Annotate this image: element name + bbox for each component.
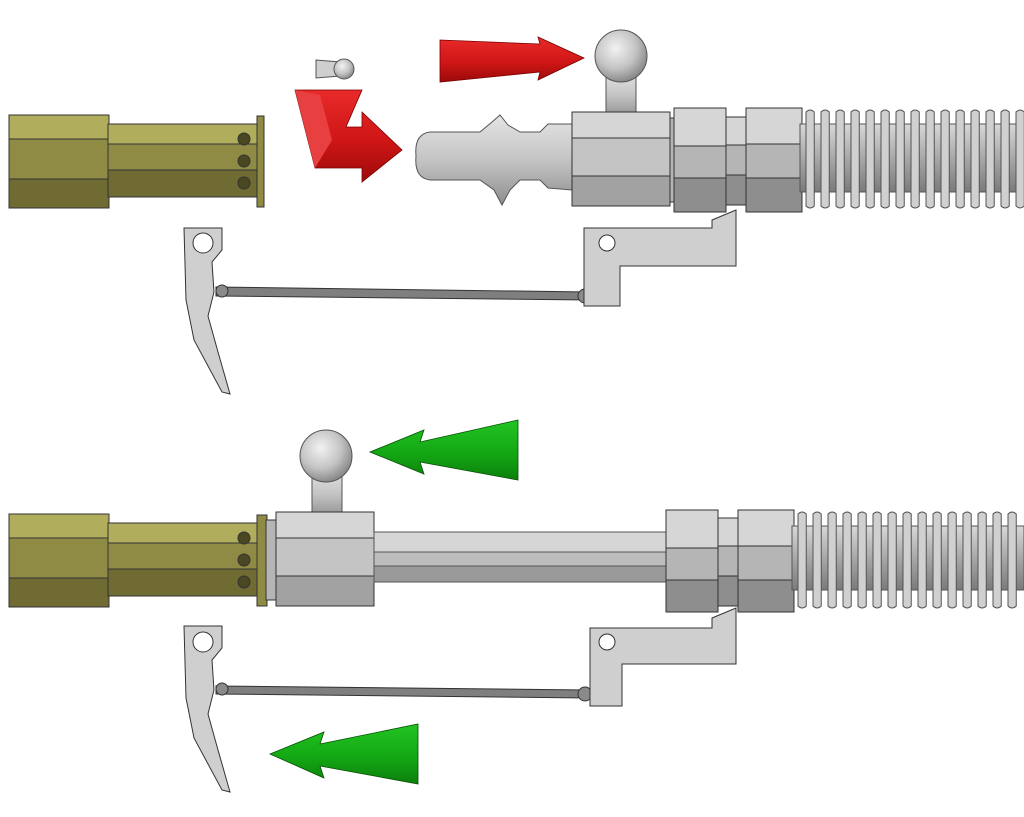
spring-coil	[820, 109, 830, 209]
spring-coil	[947, 511, 957, 609]
bottom-olive-sleeve	[8, 513, 268, 608]
top-knob	[594, 29, 648, 119]
top-olive-sleeve	[8, 114, 265, 209]
spring-coil	[887, 511, 897, 609]
top-block-assembly	[571, 107, 803, 213]
spring-coil	[940, 109, 950, 209]
spring-coil	[977, 511, 987, 609]
spring-coil	[835, 109, 845, 209]
spring-coil	[955, 109, 965, 209]
spring-coil	[812, 511, 822, 609]
spring-coil	[1015, 109, 1024, 209]
spring-coil	[910, 109, 920, 209]
spring-coil	[842, 511, 852, 609]
spring-coil	[857, 511, 867, 609]
top-spring	[799, 109, 1024, 209]
spring-coil	[850, 109, 860, 209]
spring-coil	[872, 511, 882, 609]
top-small-pin	[315, 58, 355, 80]
spring-coil	[932, 511, 942, 609]
spring-coil	[970, 109, 980, 209]
bottom-block	[265, 511, 375, 607]
green-left-arrow-upper	[368, 419, 519, 481]
spring-coil	[902, 511, 912, 609]
bottom-spring	[791, 511, 1024, 609]
bottom-collars	[665, 509, 795, 613]
spring-coil	[805, 109, 815, 209]
spring-coil	[925, 109, 935, 209]
spring-coil	[865, 109, 875, 209]
bottom-lever-assembly	[183, 607, 737, 793]
spring-coil	[992, 511, 1002, 609]
top-plunger-shaft	[415, 114, 573, 207]
spring-coil	[1007, 511, 1017, 609]
spring-coil	[827, 511, 837, 609]
spring-coil	[985, 109, 995, 209]
spring-coil	[797, 511, 807, 609]
spring-coil	[880, 109, 890, 209]
red-right-arrow	[439, 36, 585, 83]
spring-coil	[895, 109, 905, 209]
top-panel	[8, 29, 1024, 395]
spring-coil	[917, 511, 927, 609]
bottom-long-rod	[373, 531, 669, 583]
green-left-arrow-lower	[268, 723, 419, 785]
bottom-knob	[299, 429, 353, 519]
top-lever-assembly	[183, 209, 737, 395]
spring-coil	[1000, 109, 1010, 209]
bottom-panel	[8, 419, 1024, 793]
red-turn-arrow	[294, 89, 403, 183]
spring-coil	[962, 511, 972, 609]
